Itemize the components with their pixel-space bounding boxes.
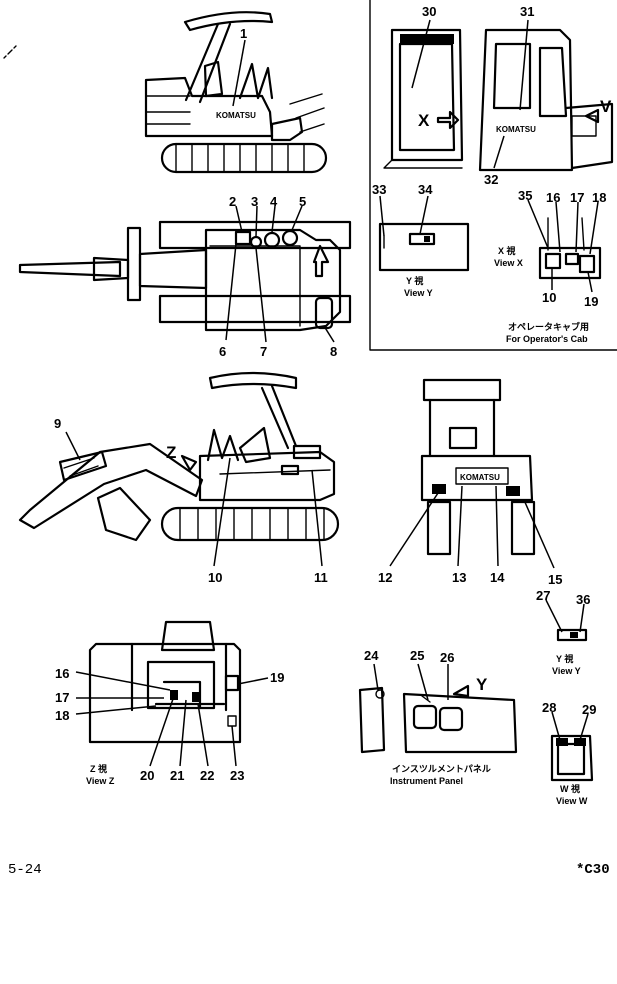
callout-4: 4 — [270, 194, 278, 209]
callout-1: 1 — [240, 26, 247, 41]
instrument-panel — [358, 663, 518, 754]
view-letter-v: V — [600, 97, 612, 116]
caption-view-x-jp: X 視 — [498, 245, 516, 256]
callout-33: 33 — [372, 182, 386, 197]
view-z-machine — [75, 620, 269, 767]
page-number: 5-24 — [8, 862, 42, 878]
side-view-machine-top: KOMATSU — [144, 11, 328, 174]
caption-view-y2: View Y — [552, 666, 581, 676]
callout-21: 21 — [170, 768, 184, 783]
caption-instrument-panel: Instrument Panel — [390, 776, 463, 786]
callout-5: 5 — [299, 194, 306, 209]
view-letter-y: Y — [476, 675, 488, 694]
svg-text:KOMATSU: KOMATSU — [216, 111, 256, 120]
callout-28: 28 — [542, 700, 556, 715]
callout-25: 25 — [410, 648, 424, 663]
callout-6: 6 — [219, 344, 226, 359]
callout-17: 17 — [55, 690, 69, 705]
svg-text:KOMATSU: KOMATSU — [460, 473, 500, 482]
callout-cab-10: 10 — [542, 290, 556, 305]
top-view-machine — [18, 205, 352, 343]
caption-view-y: View Y — [404, 288, 433, 298]
view-letter-z: Z — [166, 443, 176, 462]
caption-operators-cab-jp: オペレータキャブ用 — [508, 321, 589, 332]
callout-18: 18 — [55, 708, 69, 723]
callout-cab-16: 16 — [546, 190, 560, 205]
callout-10: 10 — [208, 570, 222, 585]
caption-view-z: View Z — [86, 776, 115, 786]
caption-view-w-jp: W 視 — [560, 783, 580, 794]
callout-27: 27 — [536, 588, 550, 603]
view-y-detail — [545, 599, 588, 642]
callout-2: 2 — [229, 194, 236, 209]
callout-22: 22 — [200, 768, 214, 783]
callout-19: 19 — [270, 670, 284, 685]
callout-16: 16 — [55, 666, 69, 681]
callout-36: 36 — [576, 592, 590, 607]
side-view-machine-boom — [18, 371, 340, 567]
caption-view-x: View X — [494, 258, 523, 268]
callout-9: 9 — [54, 416, 61, 431]
callout-3: 3 — [251, 194, 258, 209]
callout-30: 30 — [422, 4, 436, 19]
callout-15: 15 — [548, 572, 562, 587]
callout-12: 12 — [378, 570, 392, 585]
callout-29: 29 — [582, 702, 596, 717]
rear-view-machine: KOMATSU — [389, 378, 555, 569]
callout-35: 35 — [518, 188, 532, 203]
arrow-x-icon — [436, 110, 460, 130]
callout-cab-17: 17 — [570, 190, 584, 205]
callout-cab-18: 18 — [592, 190, 606, 205]
view-letter-x: X — [418, 111, 430, 130]
callout-7: 7 — [260, 344, 267, 359]
callout-32: 32 — [484, 172, 498, 187]
callout-34: 34 — [418, 182, 433, 197]
view-w-detail — [550, 711, 594, 782]
callout-11: 11 — [314, 570, 328, 585]
caption-view-z-jp: Z 視 — [90, 763, 107, 774]
callout-26: 26 — [440, 650, 454, 665]
callout-13: 13 — [452, 570, 466, 585]
caption-instrument-panel-jp: インスツルメントパネル — [392, 763, 491, 774]
operators-cab-panel: KOMATSU — [369, 0, 617, 351]
callout-14: 14 — [490, 570, 505, 585]
caption-view-w: View W — [556, 796, 588, 806]
svg-text:KOMATSU: KOMATSU — [496, 125, 536, 134]
callout-23: 23 — [230, 768, 244, 783]
callout-31: 31 — [520, 4, 534, 19]
figure-code: *C30 — [576, 862, 610, 878]
callout-8: 8 — [330, 344, 337, 359]
caption-view-y-jp: Y 視 — [406, 275, 423, 286]
callout-cab-19: 19 — [584, 294, 598, 309]
caption-view-y2-jp: Y 視 — [556, 653, 573, 664]
callout-24: 24 — [364, 648, 379, 663]
caption-operators-cab: For Operator's Cab — [506, 334, 588, 344]
callout-20: 20 — [140, 768, 154, 783]
